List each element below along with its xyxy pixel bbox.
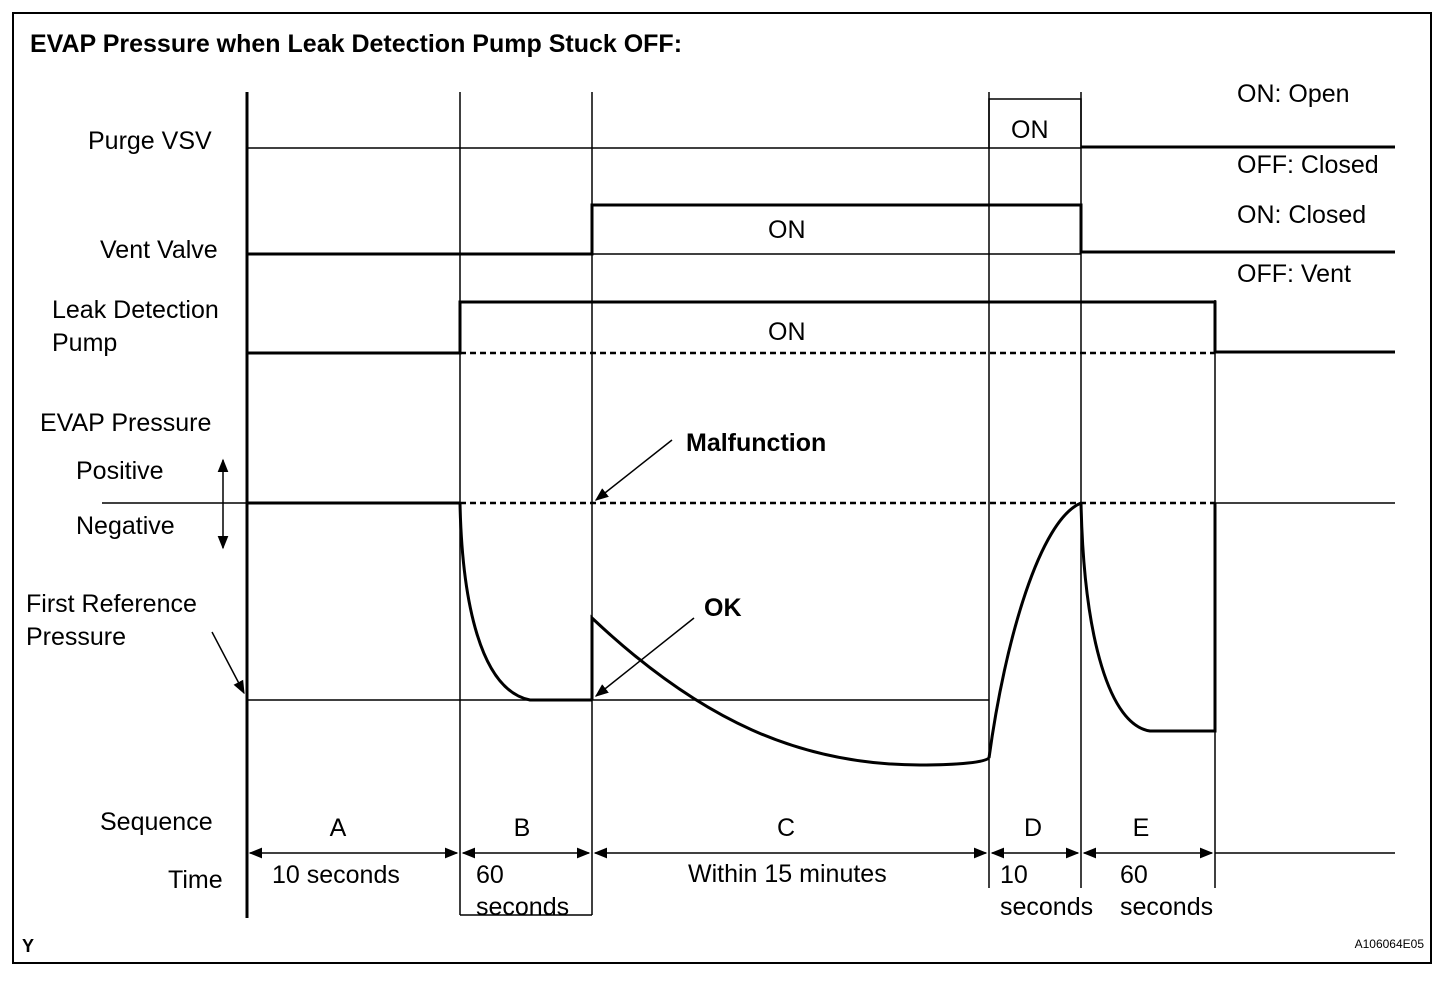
label-purge-vsv: Purge VSV <box>88 127 212 155</box>
leak-pump-signal <box>247 300 1395 355</box>
state-vent-on: ON: Closed <box>1237 201 1366 229</box>
ok-pointer-arrow <box>594 617 695 697</box>
label-first-ref-1: First Reference <box>26 590 197 618</box>
label-time: Time <box>168 866 223 894</box>
diagram-title: EVAP Pressure when Leak Detection Pump S… <box>30 30 682 58</box>
time-b-2: seconds <box>476 893 569 921</box>
pressure-curve-d <box>987 501 1082 759</box>
pressure-curve-b <box>458 502 592 702</box>
ok-label: OK <box>704 594 742 622</box>
sequence-a: A <box>330 814 347 842</box>
vent-on-label: ON <box>768 216 806 244</box>
sequence-c: C <box>777 814 795 842</box>
label-positive: Positive <box>76 457 164 485</box>
label-vent-valve: Vent Valve <box>100 236 218 264</box>
sequence-e: E <box>1133 814 1150 842</box>
time-d-2: seconds <box>1000 893 1093 921</box>
label-negative: Negative <box>76 512 175 540</box>
state-purge-on: ON: Open <box>1237 80 1350 108</box>
corner-mark: Y <box>22 936 34 956</box>
time-a: 10 seconds <box>272 861 400 889</box>
time-c: Within 15 minutes <box>688 860 887 888</box>
label-evap-pressure: EVAP Pressure <box>40 409 211 437</box>
state-purge-off: OFF: Closed <box>1237 151 1379 179</box>
label-first-ref-2: Pressure <box>26 623 126 651</box>
sequence-b: B <box>514 814 531 842</box>
malfunction-label: Malfunction <box>686 429 826 457</box>
malfunction-pointer-arrow <box>594 439 673 501</box>
label-leak-pump-1: Leak Detection <box>52 296 219 324</box>
pressure-curve-c <box>590 614 991 767</box>
time-e-2: seconds <box>1120 893 1213 921</box>
purge-vsv-signal <box>247 98 1082 149</box>
pressure-curve-e <box>1079 502 1217 733</box>
figure-id: A106064E05 <box>1355 937 1425 951</box>
diagram-frame <box>12 12 1432 964</box>
first-ref-pointer-arrow <box>211 631 245 695</box>
time-e-1: 60 <box>1120 861 1148 889</box>
vent-valve-signal <box>247 203 1395 256</box>
sequence-d: D <box>1024 814 1042 842</box>
purge-on-label: ON <box>1011 116 1049 144</box>
state-vent-off: OFF: Vent <box>1237 260 1351 288</box>
label-leak-pump-2: Pump <box>52 329 117 357</box>
pump-on-label: ON <box>768 318 806 346</box>
time-b-1: 60 <box>476 861 504 889</box>
label-sequence: Sequence <box>100 808 213 836</box>
time-d-1: 10 <box>1000 861 1028 889</box>
